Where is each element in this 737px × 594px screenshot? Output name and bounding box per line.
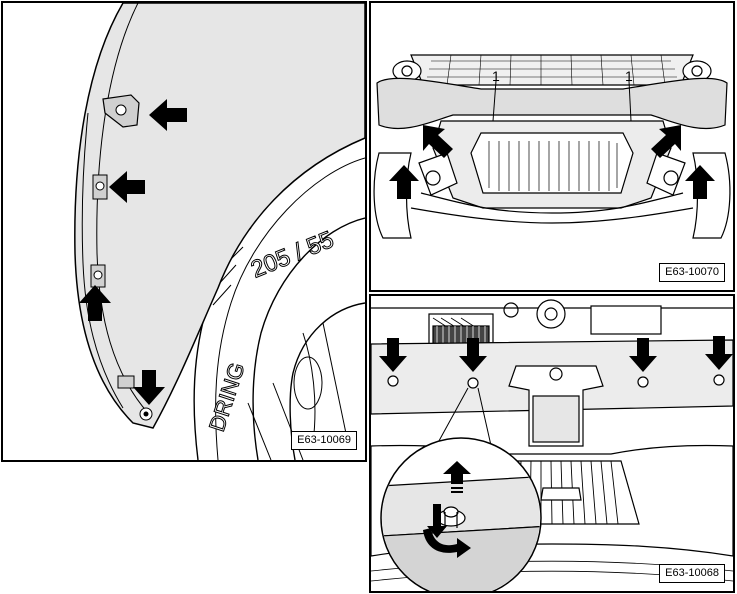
tire-brand-marking: DRING [204, 359, 250, 434]
detail-magnifier [380, 437, 542, 591]
arrow-down-detail [427, 504, 447, 538]
grille-illustration [371, 299, 733, 591]
arrow-down-4 [705, 336, 733, 370]
figure-front-grille: E63-10068 [369, 294, 735, 593]
liner-clip-upper [102, 94, 140, 128]
arrow-down-3 [629, 338, 657, 372]
figure-code: E63-10069 [291, 431, 357, 450]
wheel-housing-liner [74, 3, 365, 429]
arrow-up-3 [79, 285, 111, 321]
figure-code: E63-10070 [659, 263, 725, 282]
callout-label-right: 1 [625, 68, 633, 84]
liner-screw-lower [90, 264, 106, 288]
figure-underbody-cover: 1 1 E63-10070 [369, 1, 735, 292]
front-grille [410, 54, 694, 86]
figure-code: E63-10068 [659, 564, 725, 583]
arrow-down-1 [379, 338, 407, 372]
liner-screw-bottom [117, 375, 153, 421]
arrow-diag-left [423, 125, 453, 158]
tire-size-marking: 205 / 55 [247, 226, 338, 284]
front-bumper [376, 77, 728, 130]
wheel-liner-illustration: 205 / 55 DRING [74, 3, 365, 460]
figure-wheel-liner: 205 / 55 DRING [1, 1, 367, 462]
arrow-left-2 [109, 171, 145, 203]
callout-leaders [492, 80, 632, 122]
arrow-down-4 [133, 370, 165, 405]
arrow-down-2 [459, 338, 487, 372]
underbody-illustration: 1 1 [373, 54, 731, 239]
liner-screw-middle [92, 174, 108, 200]
arrow-rotate-detail [423, 528, 471, 558]
arrow-up-left [389, 165, 419, 199]
arrow-up-detail [443, 461, 471, 484]
arrow-diag-right [651, 125, 681, 158]
arrow-up-right [685, 165, 715, 199]
callout-label-left: 1 [492, 68, 500, 84]
arrow-left-1 [149, 99, 187, 131]
